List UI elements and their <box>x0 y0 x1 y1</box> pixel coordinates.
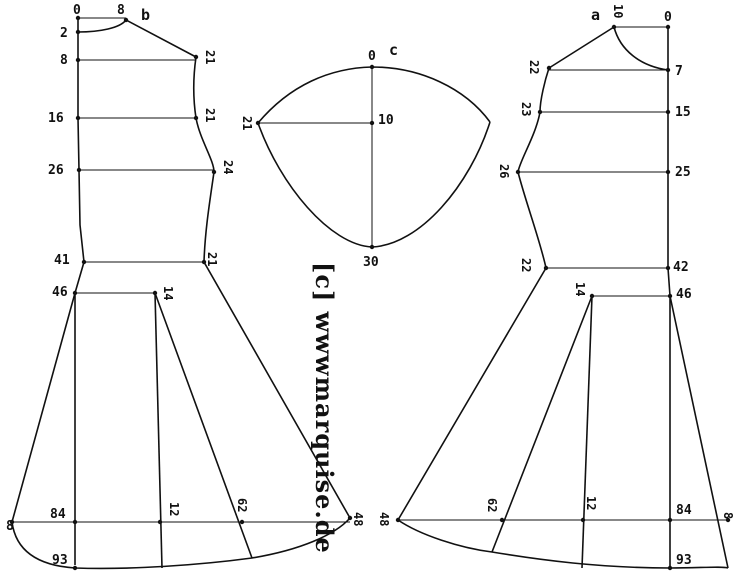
label-left-16: 16 <box>48 111 64 126</box>
sleeve-pattern-piece: 0 c 10 21 30 <box>240 41 491 270</box>
label-left-84: 84 <box>50 507 66 522</box>
label-left-26: 26 <box>48 163 64 178</box>
label-right-top-10: 10 <box>611 4 625 18</box>
left-side-seam <box>192 56 351 519</box>
label-left-2: 2 <box>60 26 68 41</box>
label-right-84: 84 <box>676 503 692 518</box>
label-left-46: 46 <box>52 285 68 300</box>
label-right-hem-8: 8 <box>721 512 735 519</box>
sleeve-top-curve <box>257 66 491 124</box>
label-left-hem-8: 8 <box>6 519 14 534</box>
label-right-23: 23 <box>519 102 533 116</box>
right-pattern-piece: a 10 0 22 7 23 15 26 25 22 42 14 46 48 6… <box>377 4 735 571</box>
right-gore-62 <box>491 295 593 553</box>
label-right-26: 26 <box>497 164 511 178</box>
label-left-62: 62 <box>235 498 249 512</box>
label-left-top-0: 0 <box>73 3 81 18</box>
left-gore-62 <box>154 292 253 559</box>
label-right-top-0: 0 <box>664 10 672 25</box>
left-hem <box>11 517 351 570</box>
label-right-15: 15 <box>675 105 691 120</box>
label-right-62: 62 <box>485 498 499 512</box>
left-gore-12 <box>154 292 163 569</box>
label-left-24: 24 <box>221 160 235 174</box>
label-left-41: 41 <box>54 253 70 268</box>
label-right-waist-22: 22 <box>519 258 533 272</box>
label-letter-b: b <box>141 6 150 24</box>
label-left-shoulder-21: 21 <box>203 50 217 64</box>
label-sleeve-30: 30 <box>363 255 379 270</box>
label-sleeve-21: 21 <box>240 116 254 130</box>
label-right-22: 22 <box>527 60 541 74</box>
sleeve-lower-curve <box>257 121 491 248</box>
right-gore-12 <box>581 295 593 569</box>
label-sleeve-0: 0 <box>368 49 376 64</box>
label-letter-a: a <box>591 6 600 24</box>
label-right-48: 48 <box>377 512 391 526</box>
label-left-side-21: 21 <box>203 108 217 122</box>
right-side-seam <box>397 67 550 521</box>
label-right-46: 46 <box>676 287 692 302</box>
left-center-line <box>74 18 85 565</box>
right-neckline <box>613 26 669 71</box>
label-left-top-8: 8 <box>117 3 125 18</box>
label-right-93: 93 <box>676 553 692 568</box>
label-left-waist-21: 21 <box>205 252 219 266</box>
left-neckline <box>77 19 127 33</box>
label-left-48: 48 <box>351 512 365 526</box>
label-right-14: 14 <box>573 282 587 296</box>
label-right-7: 7 <box>675 64 683 79</box>
watermark-text: [c] wwwmarquise.de <box>310 262 339 554</box>
label-left-8: 8 <box>60 53 68 68</box>
label-right-12: 12 <box>584 496 598 510</box>
label-right-42: 42 <box>673 260 689 275</box>
label-left-14: 14 <box>161 286 175 300</box>
left-pattern-piece: 0 8 b 2 8 21 16 21 26 24 41 21 46 14 84 … <box>6 3 365 571</box>
right-hem <box>397 519 729 569</box>
label-left-93: 93 <box>52 553 68 568</box>
label-sleeve-10: 10 <box>378 113 394 128</box>
left-skirt-edge <box>11 292 76 523</box>
right-skirt-edge <box>669 295 729 569</box>
left-shoulder <box>125 19 197 58</box>
label-right-25: 25 <box>675 165 691 180</box>
right-shoulder <box>548 26 615 69</box>
label-left-12: 12 <box>167 502 181 516</box>
label-letter-c: c <box>389 41 398 59</box>
